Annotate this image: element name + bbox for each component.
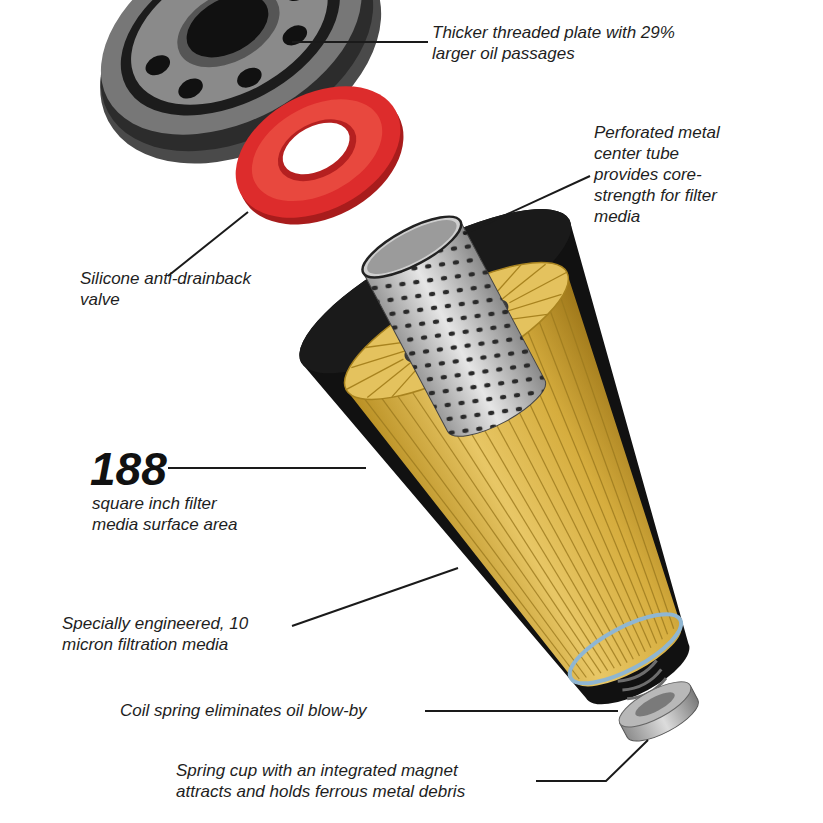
- callout-label: Specially engineered, 10 micron filtrati…: [62, 613, 292, 655]
- leader-lines: [168, 42, 648, 781]
- callout-label: Silicone anti-drainback valve: [80, 268, 265, 310]
- callout-number: 188: [90, 446, 180, 492]
- callout-label: Coil spring eliminates oil blow-by: [120, 700, 420, 721]
- callout-label: Perforated metal center tube provides co…: [594, 122, 736, 227]
- callout-label: Thicker threaded plate with 29% larger o…: [432, 22, 692, 64]
- callout-label: Spring cup with an integrated magnet att…: [176, 760, 506, 802]
- anti-drainback-valve: [213, 59, 427, 251]
- callout-label: square inch filter media surface area: [92, 493, 257, 535]
